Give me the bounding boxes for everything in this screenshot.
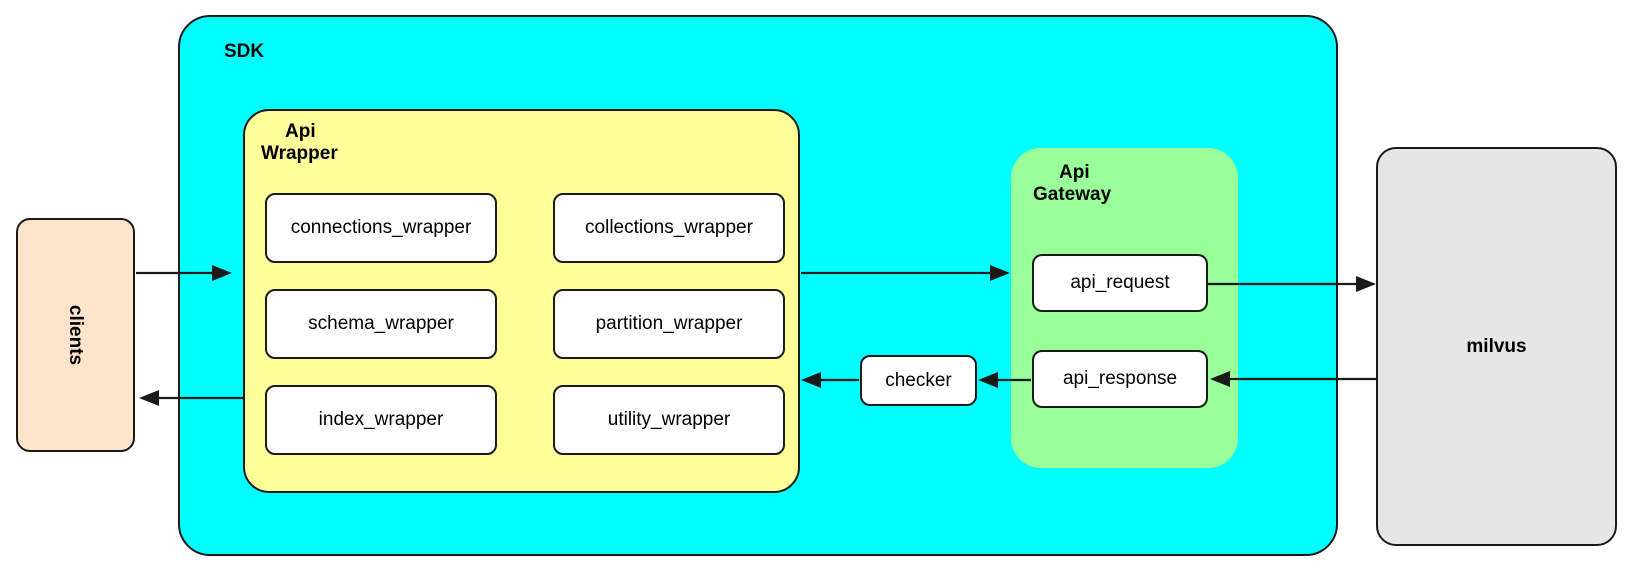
partition-wrapper-label: partition_wrapper bbox=[595, 313, 743, 334]
checker-node[interactable]: checker bbox=[860, 355, 977, 406]
api-gateway-label: Api Gateway bbox=[1033, 162, 1112, 206]
utility-wrapper-node[interactable]: utility_wrapper bbox=[553, 385, 785, 455]
sdk-label: SDK bbox=[224, 41, 265, 62]
utility-wrapper-label: utility_wrapper bbox=[607, 409, 731, 430]
index-wrapper-label: index_wrapper bbox=[318, 409, 444, 430]
clients-label: clients bbox=[65, 304, 87, 366]
api-response-node[interactable]: api_response bbox=[1032, 350, 1208, 408]
api-request-label: api_request bbox=[1070, 272, 1170, 293]
schema-wrapper-node[interactable]: schema_wrapper bbox=[265, 289, 497, 359]
milvus-label: milvus bbox=[1466, 335, 1527, 357]
partition-wrapper-node[interactable]: partition_wrapper bbox=[553, 289, 785, 359]
api-request-node[interactable]: api_request bbox=[1032, 254, 1208, 312]
index-wrapper-node[interactable]: index_wrapper bbox=[265, 385, 497, 455]
collections-wrapper-label: collections_wrapper bbox=[585, 217, 753, 238]
schema-wrapper-label: schema_wrapper bbox=[308, 313, 454, 334]
clients-node[interactable]: clients bbox=[16, 218, 135, 452]
api-wrapper-label: Api Wrapper bbox=[261, 121, 338, 165]
api-response-label: api_response bbox=[1062, 368, 1178, 389]
connections-wrapper-node[interactable]: connections_wrapper bbox=[265, 193, 497, 263]
connections-wrapper-label: connections_wrapper bbox=[290, 217, 472, 238]
checker-label: checker bbox=[885, 369, 952, 391]
milvus-node[interactable]: milvus bbox=[1376, 147, 1617, 546]
collections-wrapper-node[interactable]: collections_wrapper bbox=[553, 193, 785, 263]
